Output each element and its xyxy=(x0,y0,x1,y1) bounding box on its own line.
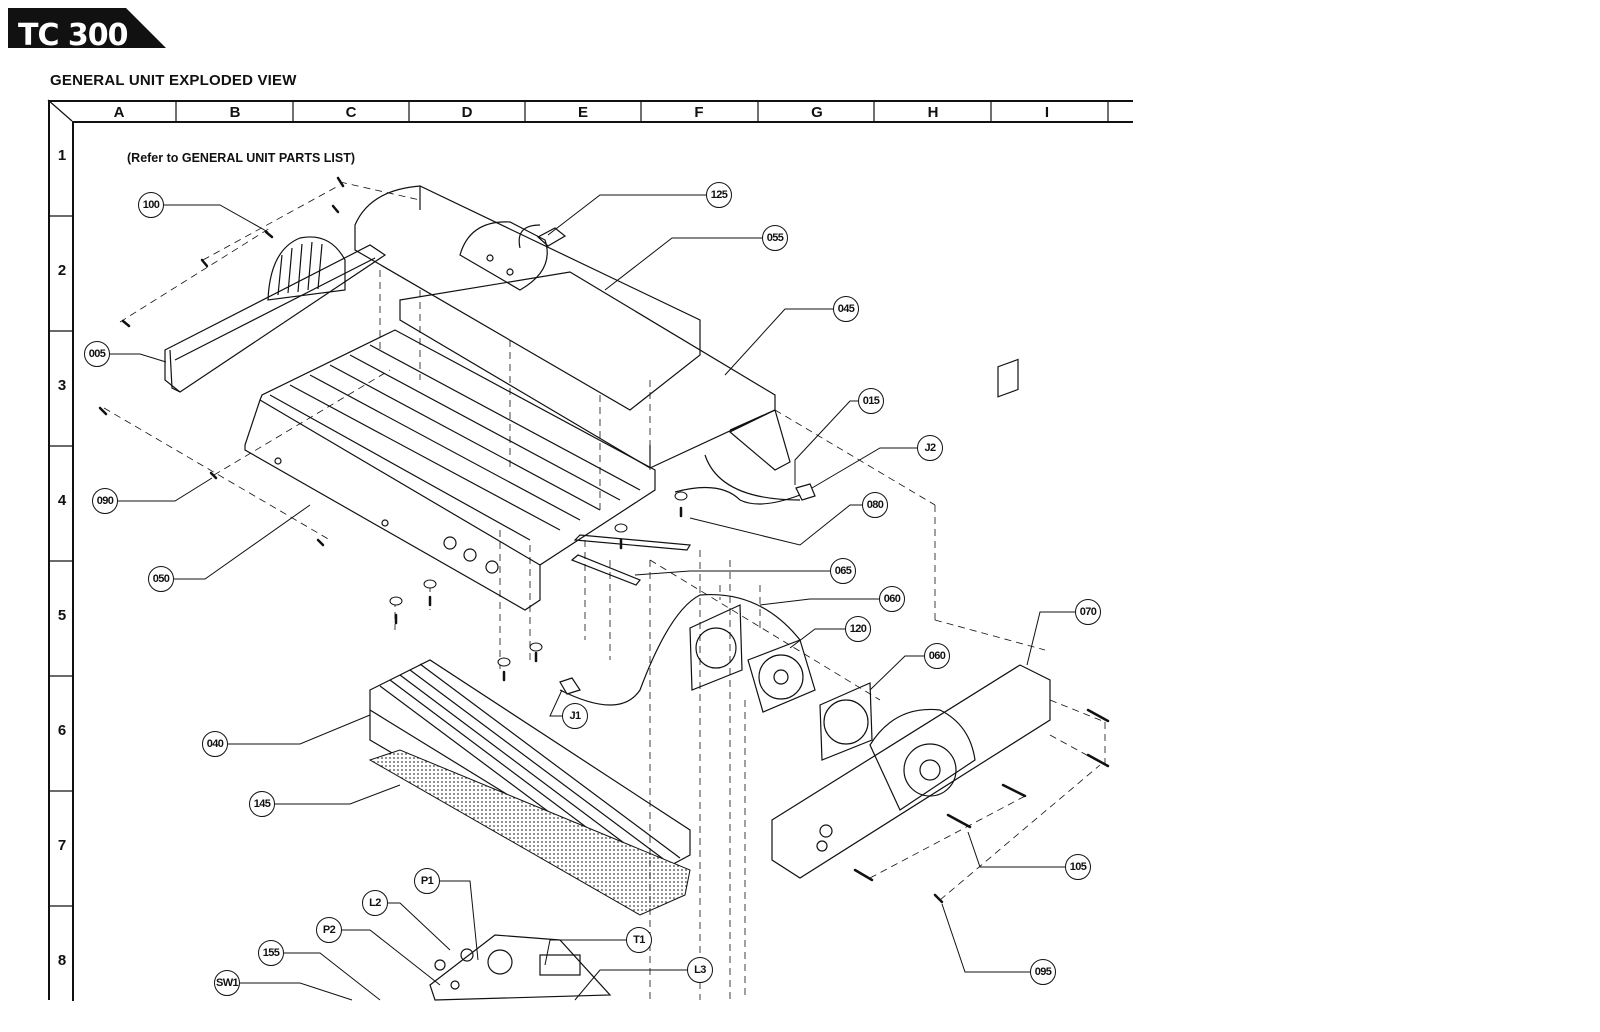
callout-040: 040 xyxy=(202,731,228,757)
callout-l3: L3 xyxy=(687,957,713,983)
callout-155: 155 xyxy=(258,940,284,966)
document-title: GENERAL UNIT EXPLODED VIEW xyxy=(50,72,297,89)
callout-015: 015 xyxy=(858,388,884,414)
callout-060-lower: 060 xyxy=(924,643,950,669)
row-label-8: 8 xyxy=(57,952,67,969)
callout-120: 120 xyxy=(845,616,871,642)
callout-sw1: SW1 xyxy=(214,970,240,996)
callout-p2: P2 xyxy=(316,917,342,943)
row-label-6: 6 xyxy=(57,722,67,739)
frame-top xyxy=(48,100,1133,102)
row-label-4: 4 xyxy=(57,492,67,509)
callout-060-upper: 060 xyxy=(879,586,905,612)
callout-070: 070 xyxy=(1075,599,1101,625)
callout-p1: P1 xyxy=(414,868,440,894)
callout-j1: J1 xyxy=(562,703,588,729)
callout-l2: L2 xyxy=(362,890,388,916)
row-label-2: 2 xyxy=(57,262,67,279)
callout-100: 100 xyxy=(138,192,164,218)
column-label-c: C xyxy=(345,104,357,121)
column-label-d: D xyxy=(461,104,473,121)
callout-j2: J2 xyxy=(917,435,943,461)
refer-note: (Refer to GENERAL UNIT PARTS LIST) xyxy=(127,151,356,165)
callout-005: 005 xyxy=(84,341,110,367)
brand-logo: TC 300 xyxy=(8,8,166,53)
callout-055: 055 xyxy=(762,225,788,251)
callout-050: 050 xyxy=(148,566,174,592)
logo-text: TC 300 xyxy=(18,18,129,53)
row-label-1: 1 xyxy=(57,147,67,164)
column-label-f: F xyxy=(694,104,704,121)
callout-045: 045 xyxy=(833,296,859,322)
column-label-a: A xyxy=(113,104,125,121)
callout-065: 065 xyxy=(830,558,856,584)
callout-090: 090 xyxy=(92,488,118,514)
callout-145: 145 xyxy=(249,791,275,817)
frame-rows-right xyxy=(72,121,74,1001)
callout-095: 095 xyxy=(1030,959,1056,985)
column-label-e: E xyxy=(577,104,588,121)
column-label-g: G xyxy=(811,104,823,121)
callout-105: 105 xyxy=(1065,854,1091,880)
callout-125: 125 xyxy=(706,182,732,208)
callout-t1: T1 xyxy=(626,927,652,953)
column-label-i: I xyxy=(1044,104,1050,121)
column-label-b: B xyxy=(229,104,241,121)
row-label-5: 5 xyxy=(57,607,67,624)
callout-080: 080 xyxy=(862,492,888,518)
frame-header-bottom xyxy=(72,121,1133,123)
row-label-3: 3 xyxy=(57,377,67,394)
frame-left xyxy=(48,100,50,1000)
row-label-7: 7 xyxy=(57,837,67,854)
column-label-h: H xyxy=(927,104,939,121)
